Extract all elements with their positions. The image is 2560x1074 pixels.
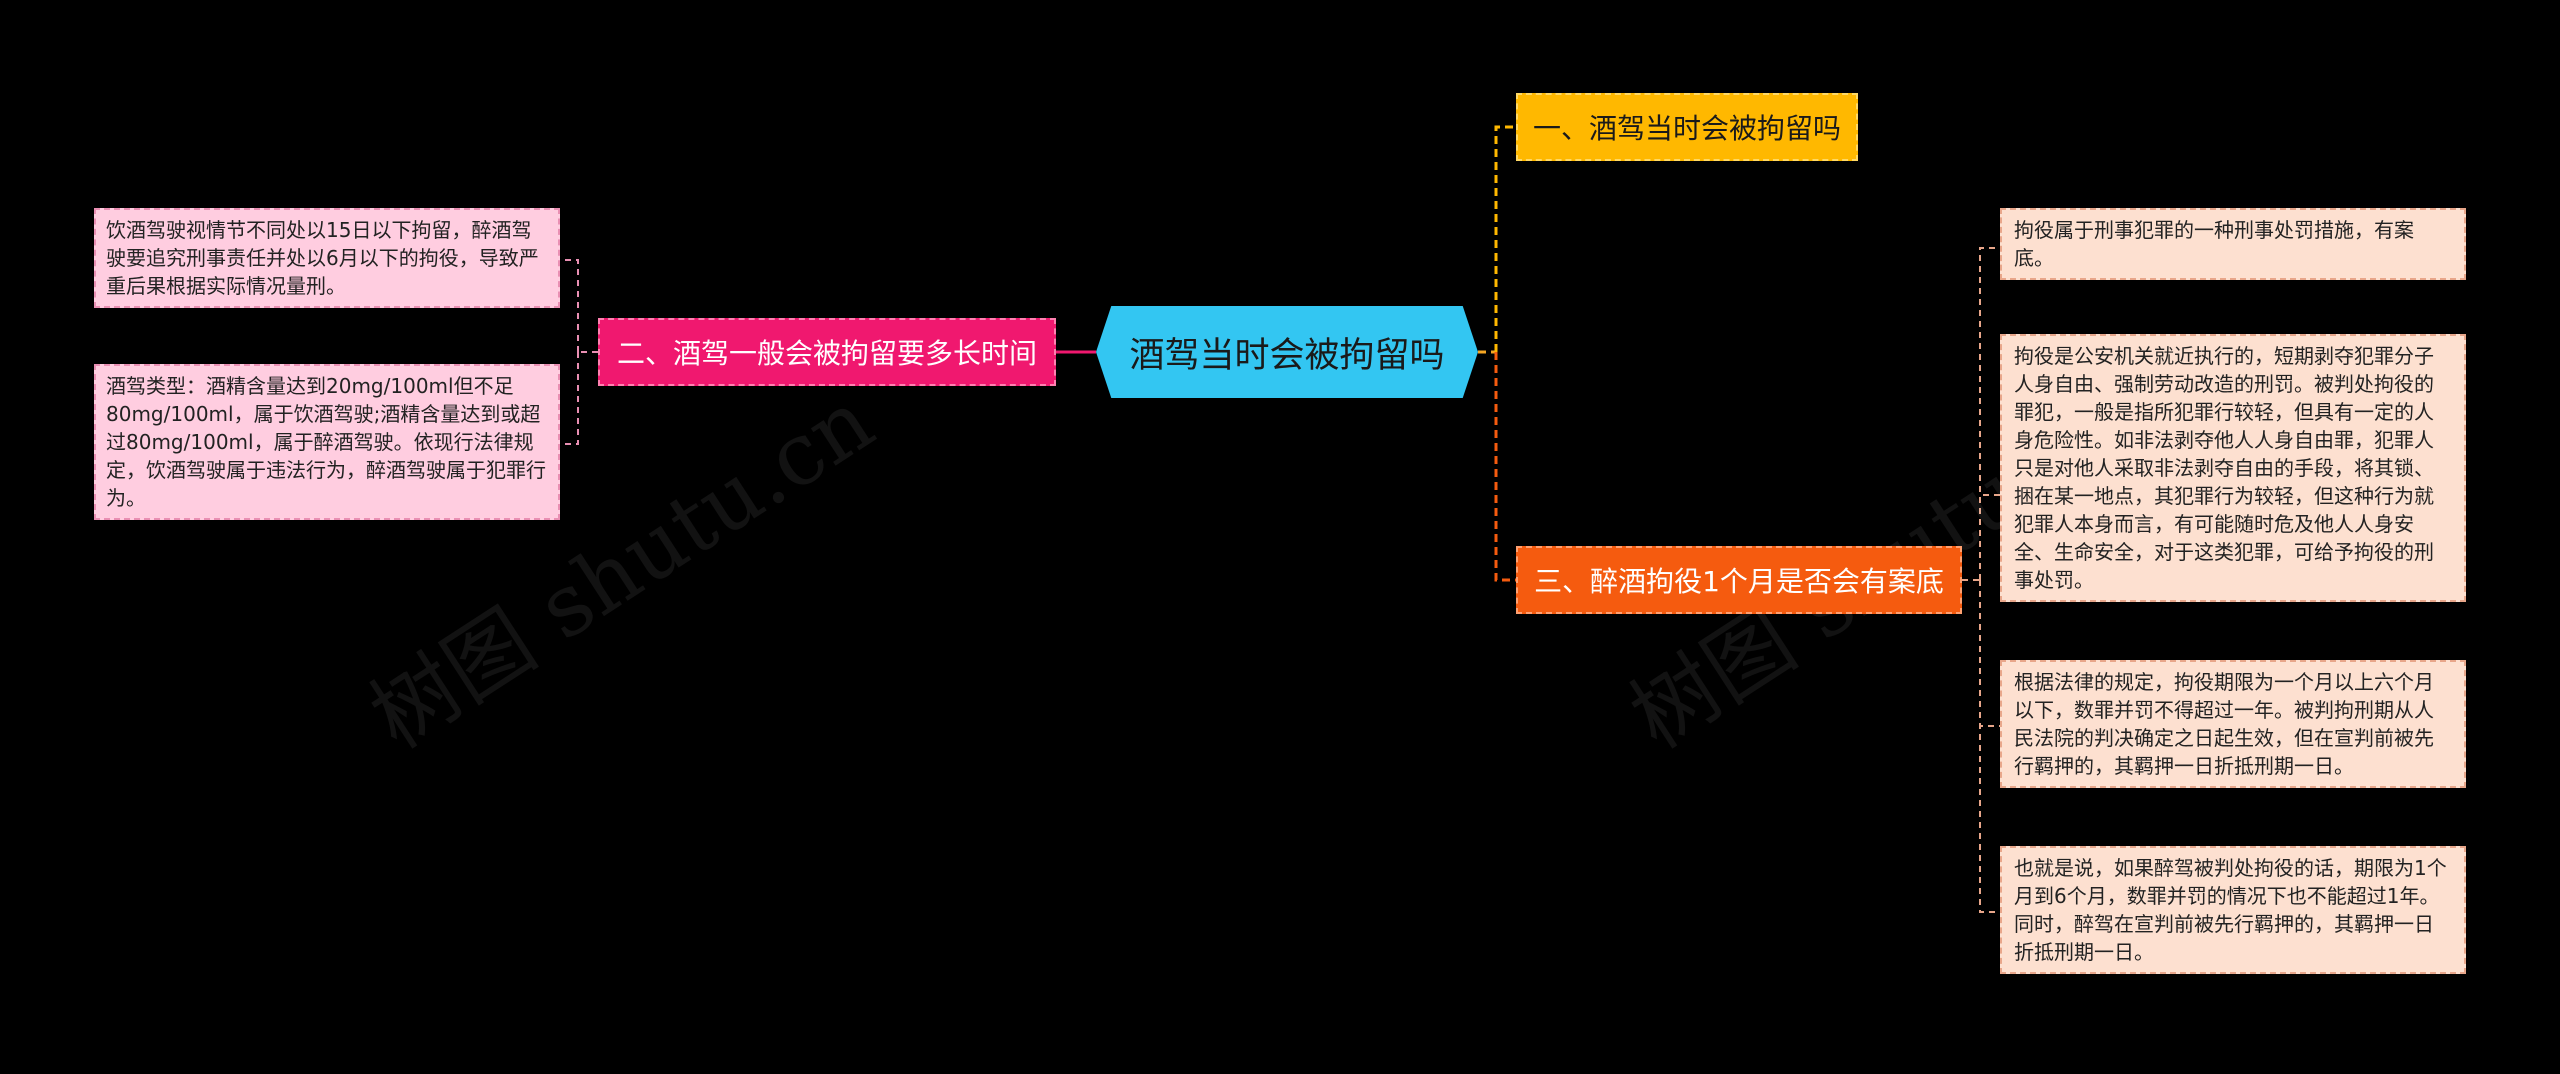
link-right-leaf3 [1979, 580, 2000, 727]
branch-2-leaf-1[interactable]: 饮酒驾驶视情节不同处以15日以下拘留，醉酒驾驶要追究刑事责任并处以6月以下的拘役… [94, 208, 560, 308]
link-right-leaf4 [1979, 580, 2000, 913]
link-branch3 [1494, 352, 1516, 582]
link-right-leaf1 [1979, 247, 2000, 580]
branch-3-leaf-4[interactable]: 也就是说，如果醉驾被判处拘役的话，期限为1个月到6个月，数罪并罚的情况下也不能超… [2000, 846, 2466, 974]
branch-3-leaf-1[interactable]: 拘役属于刑事犯罪的一种刑事处罚措施，有案底。 [2000, 208, 2466, 280]
link-left-leaf1 [560, 259, 579, 352]
link-right-leaf2 [1979, 494, 2000, 580]
branch-3-leaf-3[interactable]: 根据法律的规定，拘役期限为一个月以上六个月以下，数罪并罚不得超过一年。被判拘刑期… [2000, 660, 2466, 788]
branch-2-topic[interactable]: 二、酒驾一般会被拘留要多长时间 [598, 318, 1056, 386]
branch-2-leaf-2[interactable]: 酒驾类型：酒精含量达到20mg/100ml但不足80mg/100ml，属于饮酒驾… [94, 364, 560, 520]
branch-3-leaf-2[interactable]: 拘役是公安机关就近执行的，短期剥夺犯罪分子人身自由、强制劳动改造的刑罚。被判处拘… [2000, 334, 2466, 602]
branch-1-topic[interactable]: 一、酒驾当时会被拘留吗 [1516, 93, 1858, 161]
branch-3-topic[interactable]: 三、醉酒拘役1个月是否会有案底 [1516, 546, 1962, 614]
central-topic[interactable]: 酒驾当时会被拘留吗 [1096, 306, 1478, 398]
link-branch1 [1494, 125, 1516, 352]
link-left-leaf2 [560, 352, 579, 445]
